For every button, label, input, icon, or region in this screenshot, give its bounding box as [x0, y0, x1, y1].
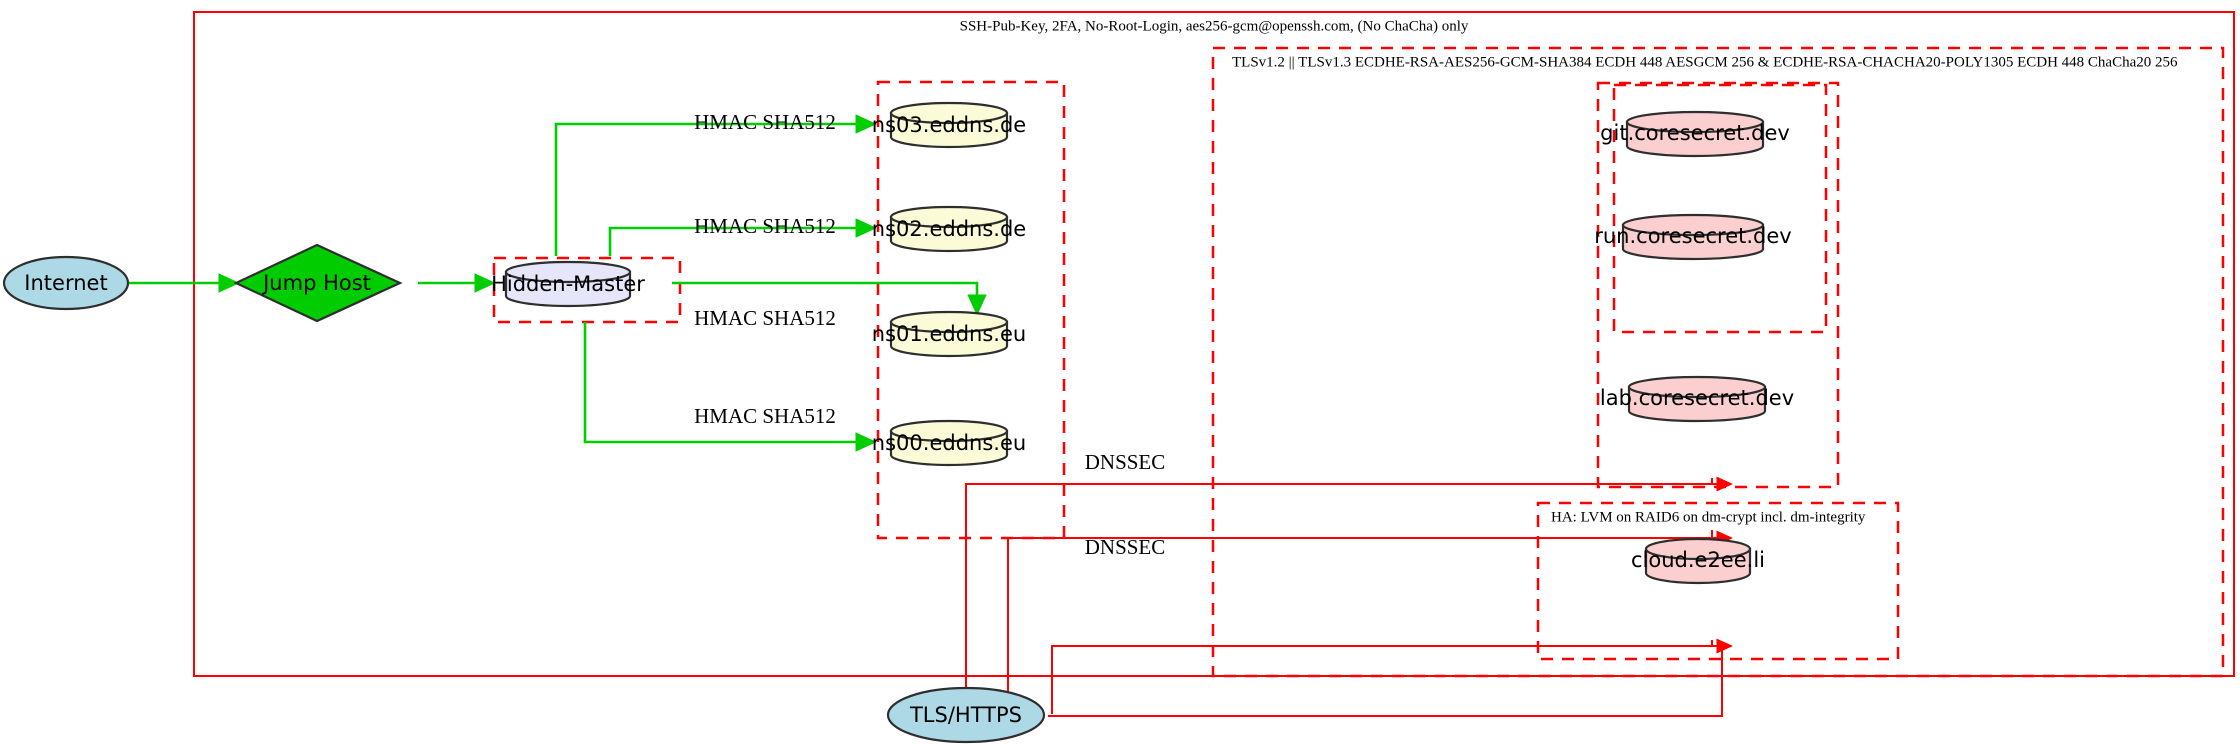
edge-hiddenmaster-to-ns01 [672, 281, 977, 312]
edge-tls-to-ha [1051, 640, 1713, 714]
node-git-coresecret[interactable]: git.coresecret.dev [1600, 110, 1790, 158]
cluster-tls-label: TLSv1.2 || TLSv1.3 ECDHE-RSA-AES256-GCM-… [1232, 54, 2178, 70]
edge-label-hmac-ns02: HMAC SHA512 [694, 214, 836, 238]
node-lab-coresecret[interactable]: lab.coresecret.dev [1600, 375, 1794, 423]
node-git-coresecret-label: git.coresecret.dev [1600, 121, 1790, 145]
node-ns02[interactable]: ns02.eddns.de [872, 205, 1026, 253]
edge-tlshttps-right [1048, 650, 1723, 717]
edge-hiddenmaster-to-ns02 [608, 228, 873, 256]
cluster-coresecret-inner-boundary [1612, 83, 1828, 334]
node-jump-host-label: Jump Host [261, 271, 371, 295]
node-ns00-label: ns00.eddns.eu [872, 431, 1026, 455]
edge-hiddenmaster-to-ns00 [583, 322, 873, 442]
node-jump-host[interactable]: Jump Host [233, 243, 403, 323]
node-tls-https-label: TLS/HTTPS [909, 703, 1022, 727]
edge-dnssec-lower [1007, 530, 1713, 714]
node-ns01[interactable]: ns01.eddns.eu [872, 310, 1026, 358]
cluster-ha-boundary [1536, 501, 1900, 661]
node-ns02-label: ns02.eddns.de [872, 217, 1026, 241]
edge-label-hmac-ns03: HMAC SHA512 [694, 110, 836, 134]
edge-label-hmac-ns00: HMAC SHA512 [694, 404, 836, 428]
edge-hiddenmaster-to-ns03 [554, 124, 873, 256]
cluster-tls-boundary [1211, 46, 2225, 678]
node-tls-https[interactable]: TLS/HTTPS [886, 686, 1046, 744]
node-cloud-e2ee[interactable]: cloud.e2ee.li [1631, 537, 1765, 585]
edge-label-dnssec-upper: DNSSEC [1085, 450, 1166, 474]
cluster-dns-boundary [876, 80, 1066, 540]
node-ns00[interactable]: ns00.eddns.eu [872, 419, 1026, 467]
node-lab-coresecret-label: lab.coresecret.dev [1600, 386, 1794, 410]
node-run-coresecret-label: run.coresecret.dev [1594, 224, 1792, 248]
edge-label-hmac-ns01: HMAC SHA512 [694, 306, 836, 330]
cluster-ssh-boundary [193, 11, 2235, 677]
node-ns03-label: ns03.eddns.de [872, 113, 1026, 137]
edge-dnssec-upper [965, 478, 1713, 714]
node-cloud-e2ee-label: cloud.e2ee.li [1631, 548, 1765, 572]
node-hidden-master[interactable]: Hidden-Master [491, 260, 645, 308]
node-internet[interactable]: Internet [2, 255, 130, 311]
edge-label-dnssec-lower: DNSSEC [1085, 535, 1166, 559]
cluster-ssh-label: SSH-Pub-Key, 2FA, No-Root-Login, aes256-… [960, 18, 1469, 34]
node-hidden-master-label: Hidden-Master [491, 272, 645, 296]
cluster-ha-label: HA: LVM on RAID6 on dm-crypt incl. dm-in… [1551, 509, 1866, 525]
node-run-coresecret[interactable]: run.coresecret.dev [1594, 213, 1792, 261]
node-ns01-label: ns01.eddns.eu [872, 322, 1026, 346]
node-internet-label: Internet [24, 271, 107, 295]
node-ns03[interactable]: ns03.eddns.de [872, 101, 1026, 149]
